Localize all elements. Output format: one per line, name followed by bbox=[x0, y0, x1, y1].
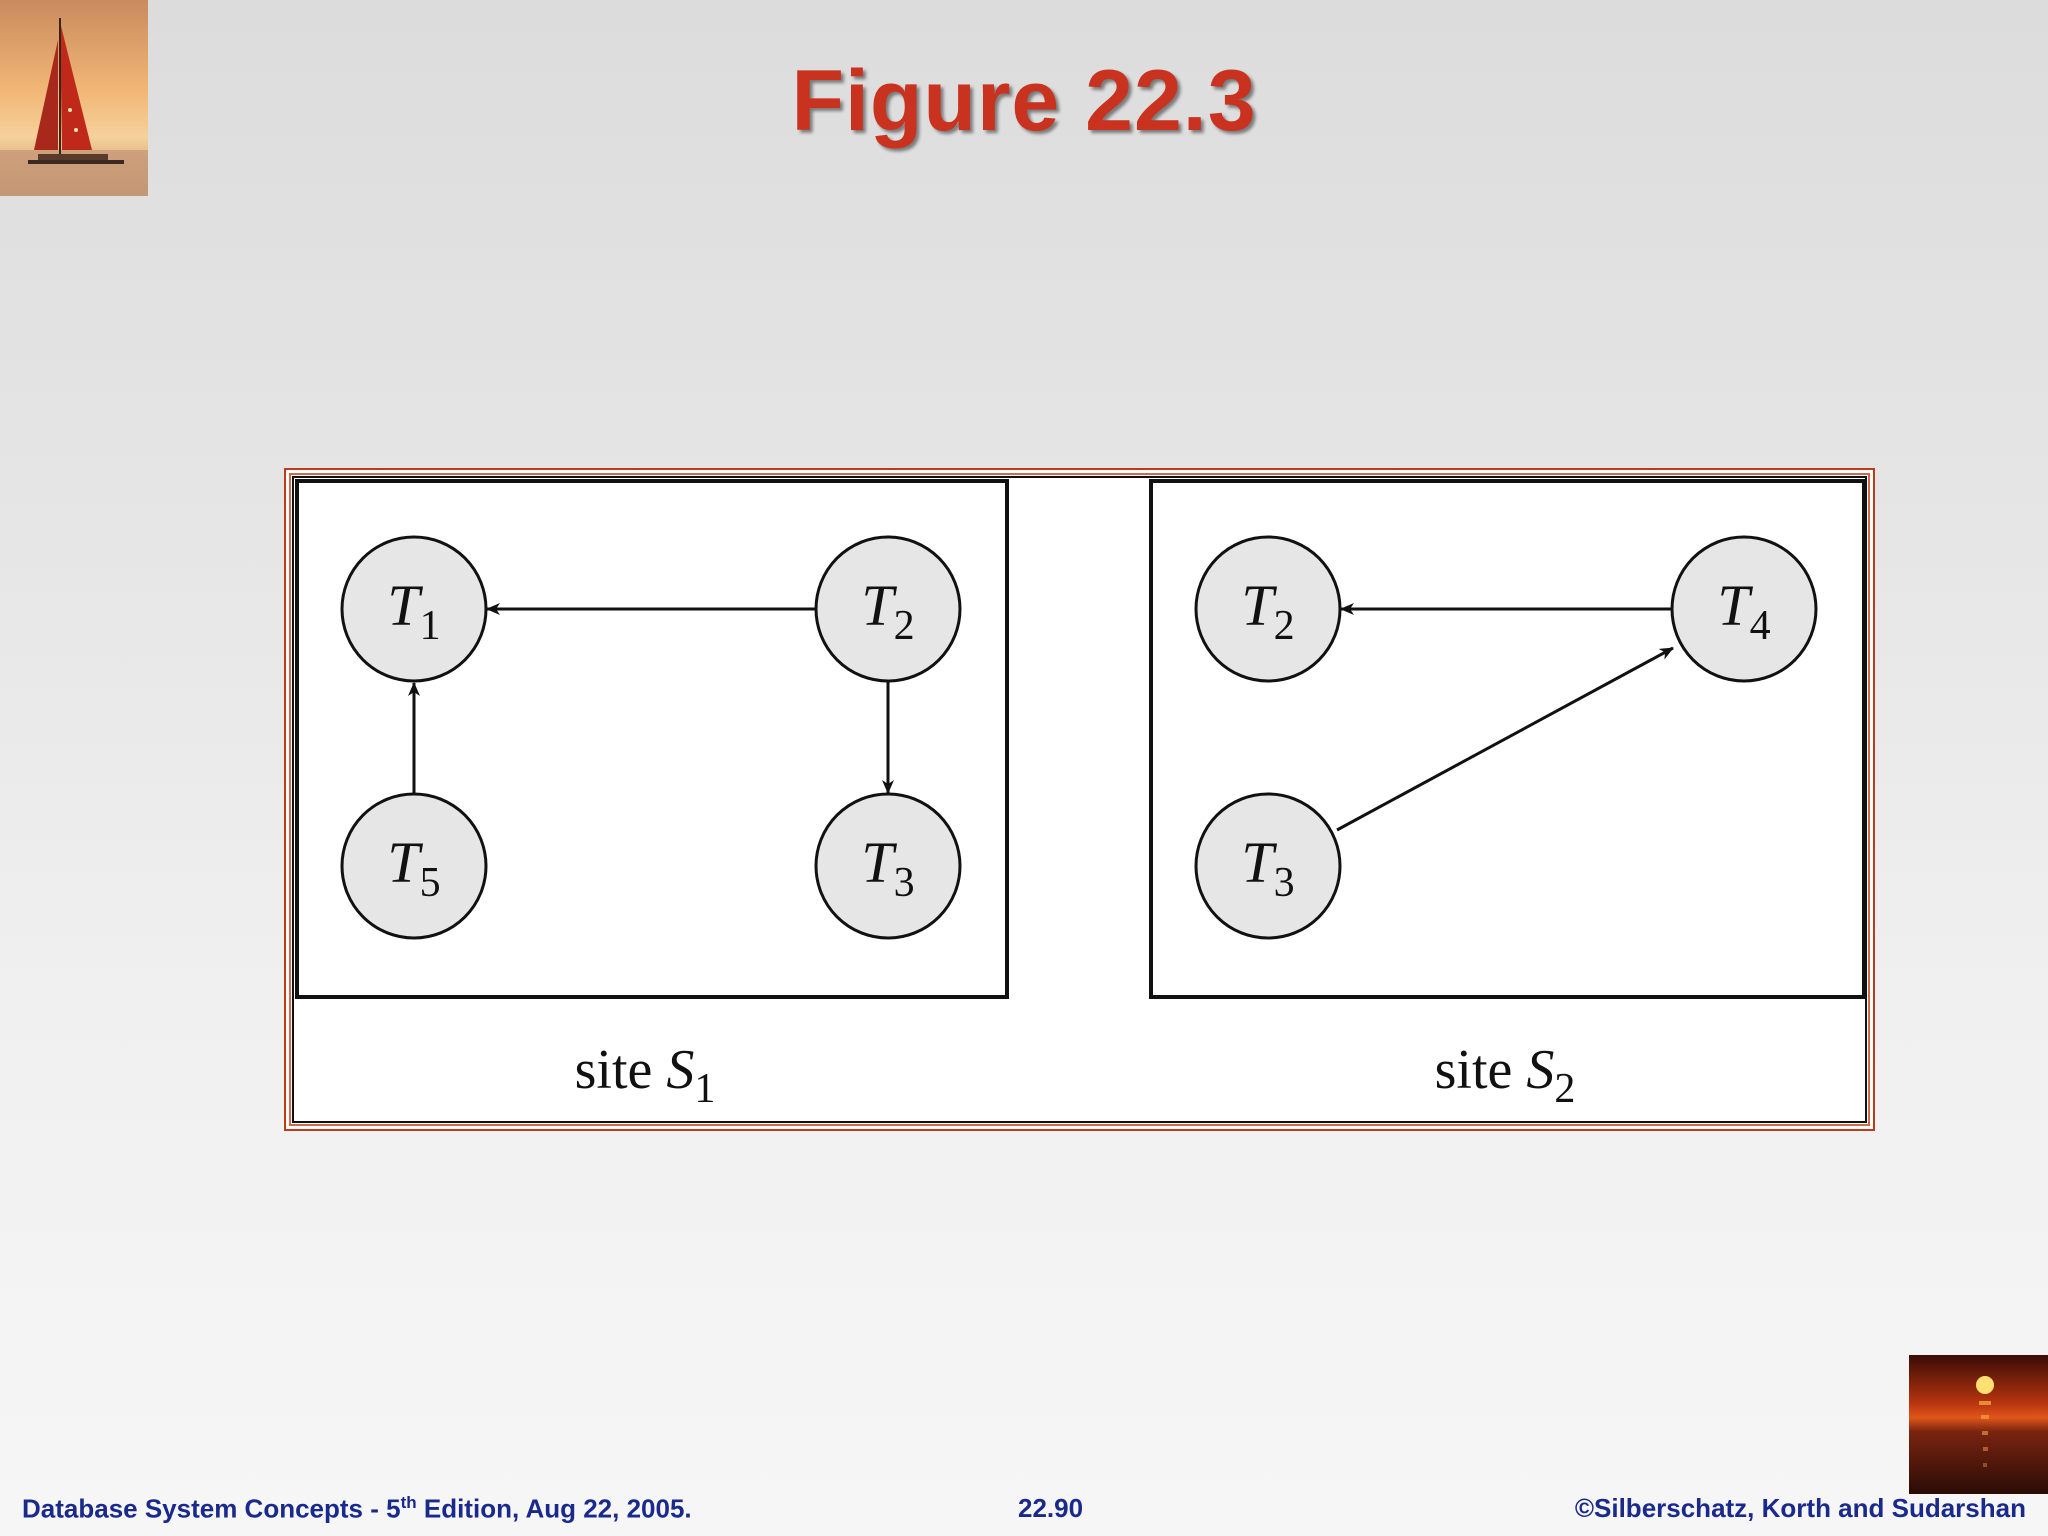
node-s2-t2: T2 bbox=[1194, 535, 1342, 683]
node-s1-t2: T2 bbox=[814, 535, 962, 683]
site-s1-label: site S1 bbox=[575, 1039, 716, 1112]
svg-text:T3: T3 bbox=[861, 830, 914, 906]
footer-copyright: ©Silberschatz, Korth and Sudarshan bbox=[1574, 1493, 2026, 1523]
svg-text:T2: T2 bbox=[861, 573, 914, 649]
slide-title: Figure 22.3 bbox=[791, 53, 1257, 149]
svg-text:T4: T4 bbox=[1717, 573, 1770, 649]
node-s2-t3: T3 bbox=[1194, 792, 1342, 940]
svg-text:T1: T1 bbox=[387, 573, 440, 649]
footer-book-info: Database System Concepts - 5th Edition, … bbox=[22, 1493, 692, 1524]
sailboat-logo bbox=[0, 0, 148, 196]
figure-wait-for-graphs: T1 T2 T5 T3 T2 T4 T3 site S1 site S2 bbox=[284, 468, 1875, 1131]
svg-text:T2: T2 bbox=[1241, 573, 1294, 649]
site-s2-label: site S2 bbox=[1435, 1039, 1576, 1112]
node-s2-t4: T4 bbox=[1670, 535, 1818, 683]
edge-s2-t3-t4 bbox=[1336, 646, 1674, 832]
svg-text:T5: T5 bbox=[387, 830, 440, 906]
node-s1-t3: T3 bbox=[814, 792, 962, 940]
figure-svg: T1 T2 T5 T3 T2 T4 T3 site S1 site S2 bbox=[284, 468, 1875, 1131]
svg-text:T3: T3 bbox=[1241, 830, 1294, 906]
node-s1-t1: T1 bbox=[340, 535, 488, 683]
node-s1-t5: T5 bbox=[340, 792, 488, 940]
sunset-logo bbox=[1909, 1355, 2048, 1494]
footer-page-number: 22.90 bbox=[1018, 1493, 1084, 1523]
